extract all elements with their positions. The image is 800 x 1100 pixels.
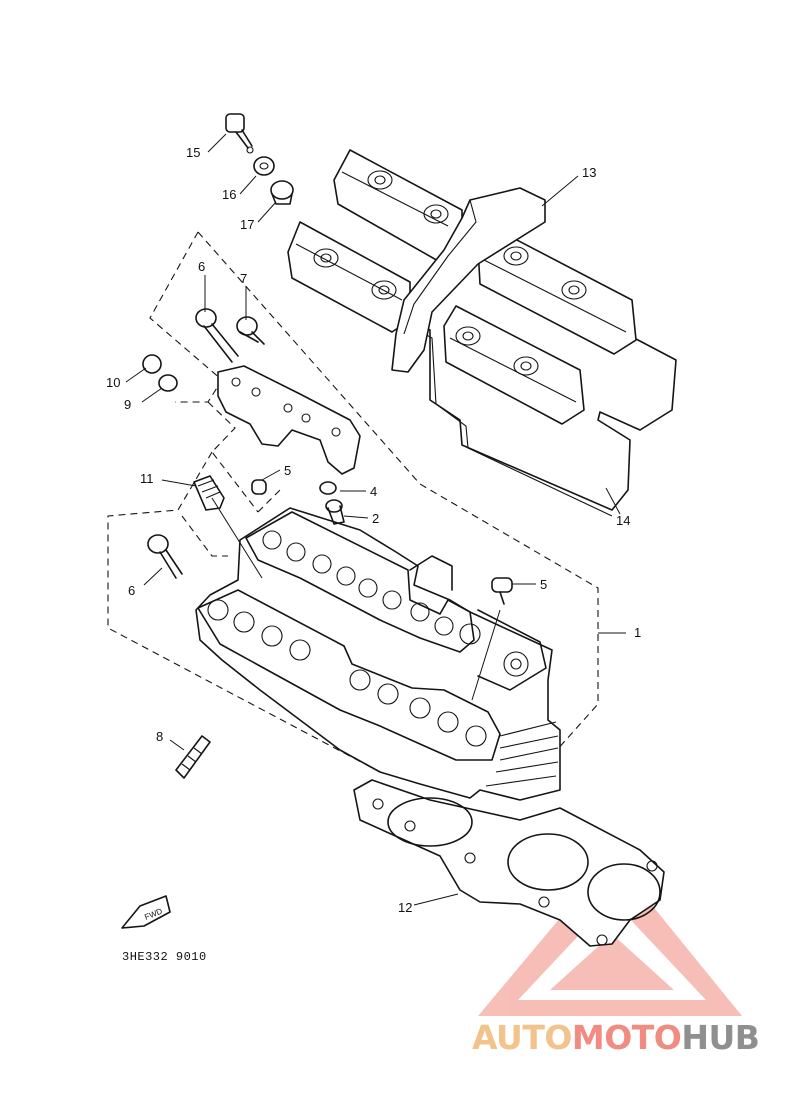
cap-10 xyxy=(142,354,162,374)
cylinder-head-cover xyxy=(287,149,677,517)
bolt-6-lower xyxy=(147,534,183,579)
dowel-4 xyxy=(251,479,267,495)
bolt-15 xyxy=(225,113,254,154)
bolt-6-upper xyxy=(195,308,239,363)
part-label-1: 1 xyxy=(634,625,642,640)
part-label-12: 12 xyxy=(398,900,413,915)
part-label-10: 10 xyxy=(106,375,121,390)
part-label-3: 4 xyxy=(370,484,378,499)
part-label-7: 7 xyxy=(240,271,248,286)
part-label-2: 2 xyxy=(372,511,380,526)
part-label-15: 15 xyxy=(186,145,201,160)
dowel-7 xyxy=(236,316,265,345)
part-label-6-lower: 6 xyxy=(128,583,136,598)
o-ring-3 xyxy=(319,481,337,495)
part-label-6-upper: 6 xyxy=(198,259,206,274)
part-label-9: 9 xyxy=(124,397,132,412)
brand-seg-hub: HUB xyxy=(681,1018,760,1057)
part-label-17: 17 xyxy=(240,217,255,232)
cylinder-head xyxy=(195,507,561,801)
washer-16 xyxy=(253,156,275,176)
part-label-16: 16 xyxy=(222,187,237,202)
stud-8 xyxy=(175,735,211,779)
sensor-11 xyxy=(193,475,225,511)
grommet-17 xyxy=(270,180,294,205)
plug-2 xyxy=(325,499,345,525)
valve-buckets-front xyxy=(207,599,487,747)
part-label-14: 14 xyxy=(616,513,631,528)
brand-seg-auto: AUTO xyxy=(472,1018,572,1057)
camshaft-cap xyxy=(217,365,361,475)
fwd-arrow-icon: FWD xyxy=(121,895,171,929)
valve-buckets-rear xyxy=(262,530,454,636)
brand-seg-moto: MOTO xyxy=(571,1018,682,1057)
diagram-caption: 3HE332 9010 xyxy=(122,950,207,964)
part-label-4: 5 xyxy=(284,463,292,478)
part-label-13: 13 xyxy=(582,165,597,180)
part-label-5: 5 xyxy=(540,577,548,592)
brand-wordmark: AUTOMOTOHUB xyxy=(472,1018,800,1058)
part-label-11: 11 xyxy=(140,471,154,486)
bolt-5 xyxy=(491,577,513,605)
leader-lines xyxy=(125,133,626,906)
cylinder-head-gasket xyxy=(353,779,665,947)
washer-9 xyxy=(158,374,178,392)
part-label-8: 8 xyxy=(156,729,164,744)
